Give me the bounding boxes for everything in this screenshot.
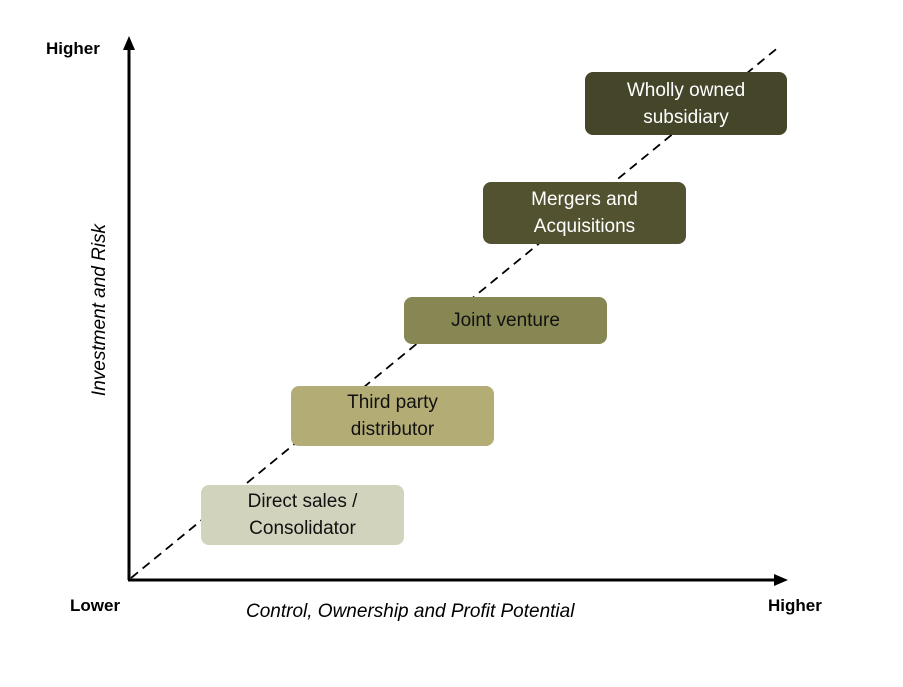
stage-label-line: Consolidator xyxy=(249,518,356,539)
stage-label-line: distributor xyxy=(350,419,435,440)
stage-label-line: Third party xyxy=(347,392,438,413)
stage-third-party-distributor: Third party distributor xyxy=(291,386,494,446)
stage-label-line: subsidiary xyxy=(643,106,729,128)
x-axis-title: Control, Ownership and Profit Potential xyxy=(246,601,575,622)
x-axis-arrowhead xyxy=(774,574,788,586)
stage-label-line: Wholly owned xyxy=(626,79,746,101)
stage-mergers-acquisitions: Mergers and Acquisitions xyxy=(483,182,686,244)
y-axis-title: Investment and Risk xyxy=(89,223,110,397)
stage-label-line: Mergers and xyxy=(531,189,638,210)
x-axis-low-label: Lower xyxy=(70,596,121,615)
stage-wholly-owned-subsidiary: Wholly owned subsidiary xyxy=(585,72,787,135)
stage-label-line: Direct sales / xyxy=(247,491,358,512)
y-axis-high-label: Higher xyxy=(46,39,100,58)
stage-direct-sales: Direct sales / Consolidator xyxy=(201,485,404,545)
y-axis-arrowhead xyxy=(123,36,135,50)
stage-label-line: Joint venture xyxy=(451,310,560,331)
x-axis-high-label: Higher xyxy=(768,596,822,615)
stage-joint-venture: Joint venture xyxy=(404,297,607,344)
stage-label-line: Acquisitions xyxy=(533,216,636,237)
